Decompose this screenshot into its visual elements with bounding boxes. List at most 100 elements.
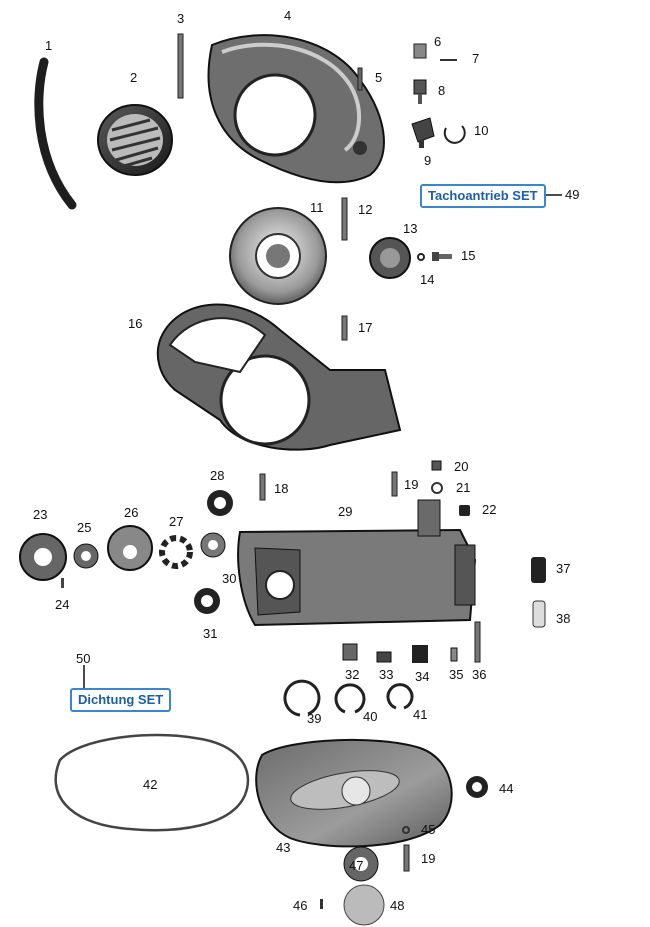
part-label-41: 41 [413,707,427,722]
part-31-seal [194,588,220,614]
part-label-24: 24 [55,597,69,612]
part-48-cover-disc [343,884,385,926]
part-label-25: 25 [77,520,91,535]
part-19b-bolt [403,844,410,872]
part-22-cap [459,505,470,516]
part-47-seal [343,846,379,882]
part-41-circlip [386,683,414,710]
part-label-6: 6 [434,34,441,49]
part-19-bolt [391,471,398,497]
part-label-27: 27 [169,514,183,529]
part-label-30: 30 [222,571,236,586]
part-label-35: 35 [449,667,463,682]
part-label-34: 34 [415,669,429,684]
part-42-gasket [54,733,250,832]
part-8-drive-gear [413,79,427,104]
part-label-26: 26 [124,505,138,520]
part-26-plate [107,525,153,571]
part-11-flywheel-fan [229,207,327,305]
callout-50-number: 50 [76,651,90,666]
part-37-bush [531,557,546,583]
part-15-screw [432,252,452,261]
part-29-crankcase [237,499,477,627]
part-label-9: 9 [424,153,431,168]
part-2-grille [97,104,173,176]
part-label-19: 19 [421,851,435,866]
part-label-17: 17 [358,320,372,335]
part-label-2: 2 [130,70,137,85]
part-label-23: 23 [33,507,47,522]
part-label-46: 46 [293,898,307,913]
part-43-clutch-cover [255,738,453,848]
part-30-seal [200,532,226,558]
part-10-circlip [443,125,466,144]
part-label-7: 7 [472,51,479,66]
part-33-nut [376,651,392,663]
part-label-15: 15 [461,248,475,263]
part-label-12: 12 [358,202,372,217]
part-16-magneto-housing [156,303,402,451]
part-label-5: 5 [375,70,382,85]
dichtung-set-button[interactable]: Dichtung SET [70,688,172,712]
part-28-seal [207,490,233,516]
part-12-bolt [341,197,348,241]
part-24-pin [61,578,64,588]
part-27-lock-washer [159,535,193,569]
part-label-32: 32 [345,667,359,682]
part-36-rod [474,621,481,663]
part-45-washer [402,826,410,834]
part-4-fan-shroud [207,34,385,184]
part-label-20: 20 [454,459,468,474]
part-label-18: 18 [274,481,288,496]
part-label-10: 10 [474,123,488,138]
part-1-hose [34,57,77,210]
callout-49-number: 49 [565,187,579,202]
part-label-33: 33 [379,667,393,682]
part-label-42: 42 [143,777,157,792]
part-label-8: 8 [438,83,445,98]
part-label-14: 14 [420,272,434,287]
part-label-36: 36 [472,667,486,682]
part-label-4: 4 [284,8,291,23]
part-label-40: 40 [363,709,377,724]
part-label-22: 22 [482,502,496,517]
part-label-38: 38 [556,611,570,626]
part-35-pin [450,647,458,662]
part-38-bush [532,600,546,628]
part-label-29: 29 [338,504,352,519]
part-label-47: 47 [349,858,363,873]
part-34-bush [412,645,428,663]
part-32-plug [342,643,358,661]
part-25-seal [73,543,99,569]
part-label-16: 16 [128,316,142,331]
part-label-19: 19 [404,477,418,492]
part-label-48: 48 [390,898,404,913]
part-39-circlip [283,679,321,717]
part-label-11: 11 [310,200,324,215]
part-46-pin [320,899,323,909]
part-label-13: 13 [403,221,417,236]
part-label-39: 39 [307,711,321,726]
part-label-37: 37 [556,561,570,576]
part-23-bearing-cover [19,533,67,581]
part-14-washer [417,253,425,261]
part-13-cam [369,237,411,279]
part-label-44: 44 [499,781,513,796]
part-40-circlip [334,683,366,714]
part-label-28: 28 [210,468,224,483]
part-9-drive-housing [411,117,435,148]
part-17-bolt [341,315,348,341]
tachoantrieb-set-button[interactable]: Tachoantrieb SET [420,184,546,208]
part-label-45: 45 [421,822,435,837]
part-label-43: 43 [276,840,290,855]
part-5-screw [357,67,363,91]
part-label-31: 31 [203,626,217,641]
part-label-21: 21 [456,480,470,495]
part-44-seal [466,776,488,798]
part-6-nut [413,43,427,59]
part-21-ring [431,482,443,494]
part-3-long-bolt [177,33,184,99]
part-label-3: 3 [177,11,184,26]
